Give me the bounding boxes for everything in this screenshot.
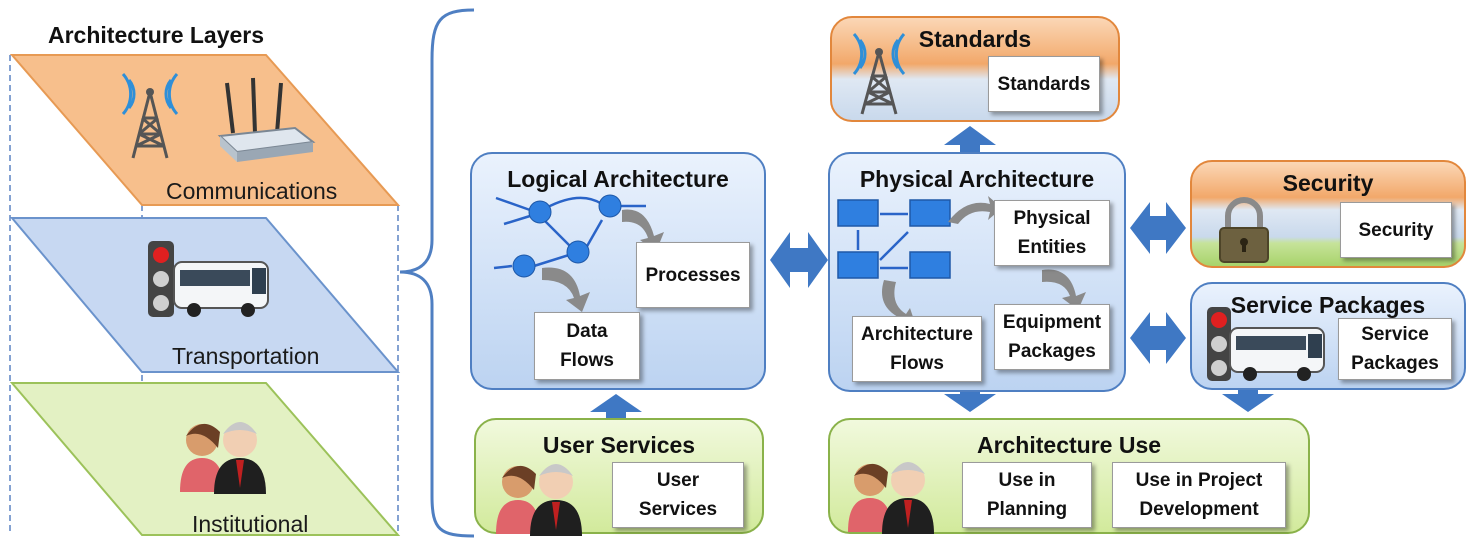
- traffic-light-icon: [148, 241, 174, 317]
- physical-entities-box: Physical Entities: [994, 200, 1110, 266]
- padlock-icon: [1219, 197, 1269, 263]
- people-icon: [180, 422, 266, 494]
- entity-blocks-icon: [837, 199, 951, 279]
- process-network-icon: [493, 194, 646, 278]
- standards-title: Standards: [918, 26, 1032, 52]
- layers-title: Architecture Layers: [48, 22, 265, 48]
- physical-standards-arrow: [944, 126, 996, 152]
- userservices-logical-arrow: [590, 394, 642, 420]
- curved-arrow-icon: [1042, 269, 1086, 310]
- curved-arrow-icon: [542, 267, 590, 312]
- people-icon: [496, 464, 582, 536]
- service-packages-box: Service Packages: [1338, 318, 1452, 380]
- physical-architecture-title: Physical Architecture: [859, 166, 1095, 192]
- tower-icon: [852, 33, 906, 115]
- service-archuse-arrow: [1222, 390, 1274, 412]
- people-icon: [848, 462, 934, 534]
- tower-icon: [121, 73, 179, 159]
- use-in-planning-box: Use in Planning: [962, 462, 1092, 528]
- physical-archuse-arrow: [944, 390, 996, 412]
- security-box: Security: [1340, 202, 1452, 258]
- processes-box: Processes: [636, 242, 750, 308]
- curved-arrow-icon: [622, 209, 664, 252]
- communications-label: Communications: [166, 178, 338, 204]
- user-services-title: User Services: [542, 432, 696, 458]
- bus-icon: [173, 261, 269, 317]
- traffic-light-icon: [1207, 307, 1231, 381]
- user-services-box: User Services: [612, 462, 744, 528]
- use-in-project-development-box: Use in Project Development: [1112, 462, 1286, 528]
- logical-physical-arrow: [770, 232, 828, 288]
- router-icon: [217, 77, 316, 162]
- physical-security-arrow: [1130, 202, 1186, 254]
- physical-service-arrow: [1130, 312, 1186, 364]
- brace: [399, 8, 475, 538]
- bus-icon: [1229, 327, 1325, 381]
- curved-arrow-icon: [882, 280, 916, 326]
- logical-architecture-title: Logical Architecture: [507, 166, 729, 192]
- data-flows-box: Data Flows: [534, 312, 640, 380]
- institutional-label: Institutional: [192, 511, 309, 537]
- curved-arrow-icon: [948, 196, 1002, 224]
- equipment-packages-box: Equipment Packages: [994, 304, 1110, 370]
- service-packages-title: Service Packages: [1230, 292, 1426, 318]
- transportation-label: Transportation: [172, 343, 320, 369]
- architecture-flows-box: Architecture Flows: [852, 316, 982, 382]
- communications-layer: [9, 54, 401, 206]
- security-title: Security: [1282, 170, 1374, 196]
- architecture-use-title: Architecture Use: [976, 432, 1162, 458]
- standards-box: Standards: [988, 56, 1100, 112]
